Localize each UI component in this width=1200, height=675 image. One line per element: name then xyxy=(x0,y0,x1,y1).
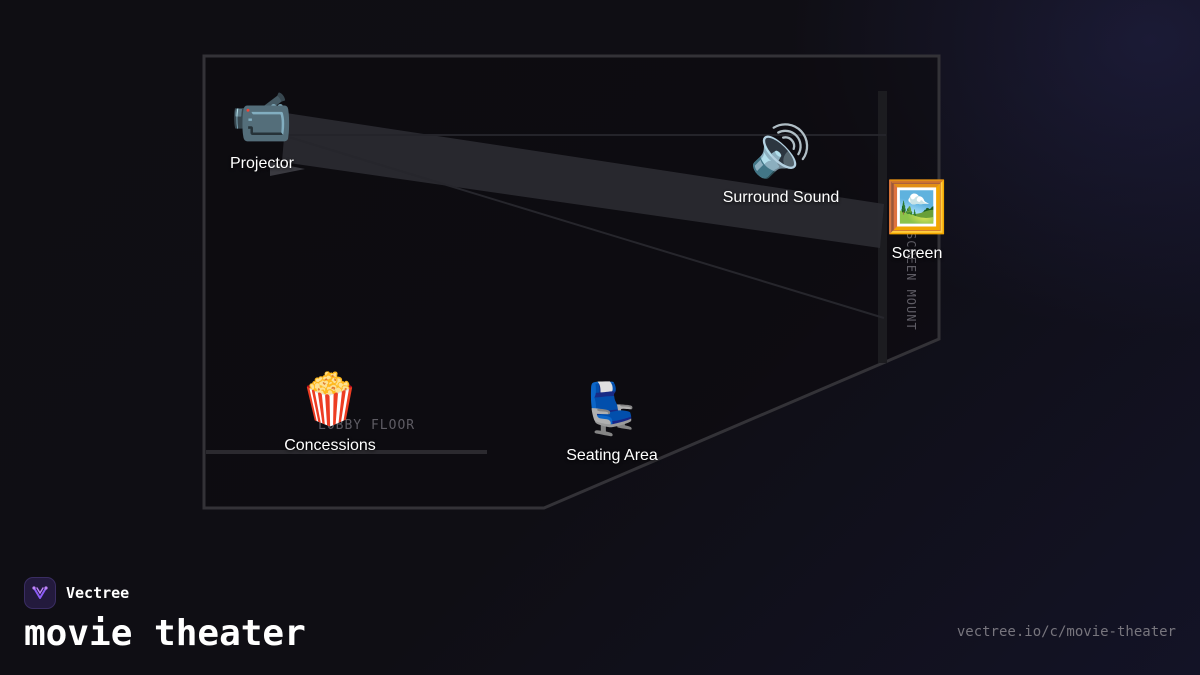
projector-screen-line xyxy=(281,134,885,319)
node-screen[interactable]: 🖼️ Screen xyxy=(886,178,948,263)
lobby-floor-label: LOBBY FLOOR xyxy=(318,418,416,433)
screen-mount-wall xyxy=(878,91,887,363)
node-label: Projector xyxy=(229,155,295,172)
page-url[interactable]: vectree.io/c/movie-theater xyxy=(956,624,1176,640)
projection-beam xyxy=(282,113,884,248)
node-surround-sound[interactable]: 🔊 Surround Sound xyxy=(723,122,840,207)
node-concessions[interactable]: 🍿 Concessions xyxy=(284,370,376,455)
brand-name: Vectree xyxy=(66,584,130,602)
node-seating-area[interactable]: 💺 Seating Area xyxy=(566,380,658,465)
node-label: Surround Sound xyxy=(722,189,840,206)
node-projector[interactable]: 📹 Projector xyxy=(230,88,294,173)
framed-picture-icon: 🖼️ xyxy=(885,178,949,236)
page-title: movie theater xyxy=(24,613,306,654)
projector-lens-arrow xyxy=(270,162,305,176)
video-camera-icon: 📹 xyxy=(230,88,294,146)
speaker-icon: 🔊 xyxy=(749,122,813,180)
node-label: Screen xyxy=(891,245,943,262)
screen-mount-label: SCREEN MOUNT xyxy=(904,232,918,331)
popcorn-icon: 🍿 xyxy=(298,370,362,428)
node-label: Concessions xyxy=(284,437,376,454)
seat-icon: 💺 xyxy=(580,380,644,438)
brand[interactable]: Vectree xyxy=(24,577,129,609)
node-label: Seating Area xyxy=(566,447,658,464)
vectree-logo-icon xyxy=(24,577,56,609)
